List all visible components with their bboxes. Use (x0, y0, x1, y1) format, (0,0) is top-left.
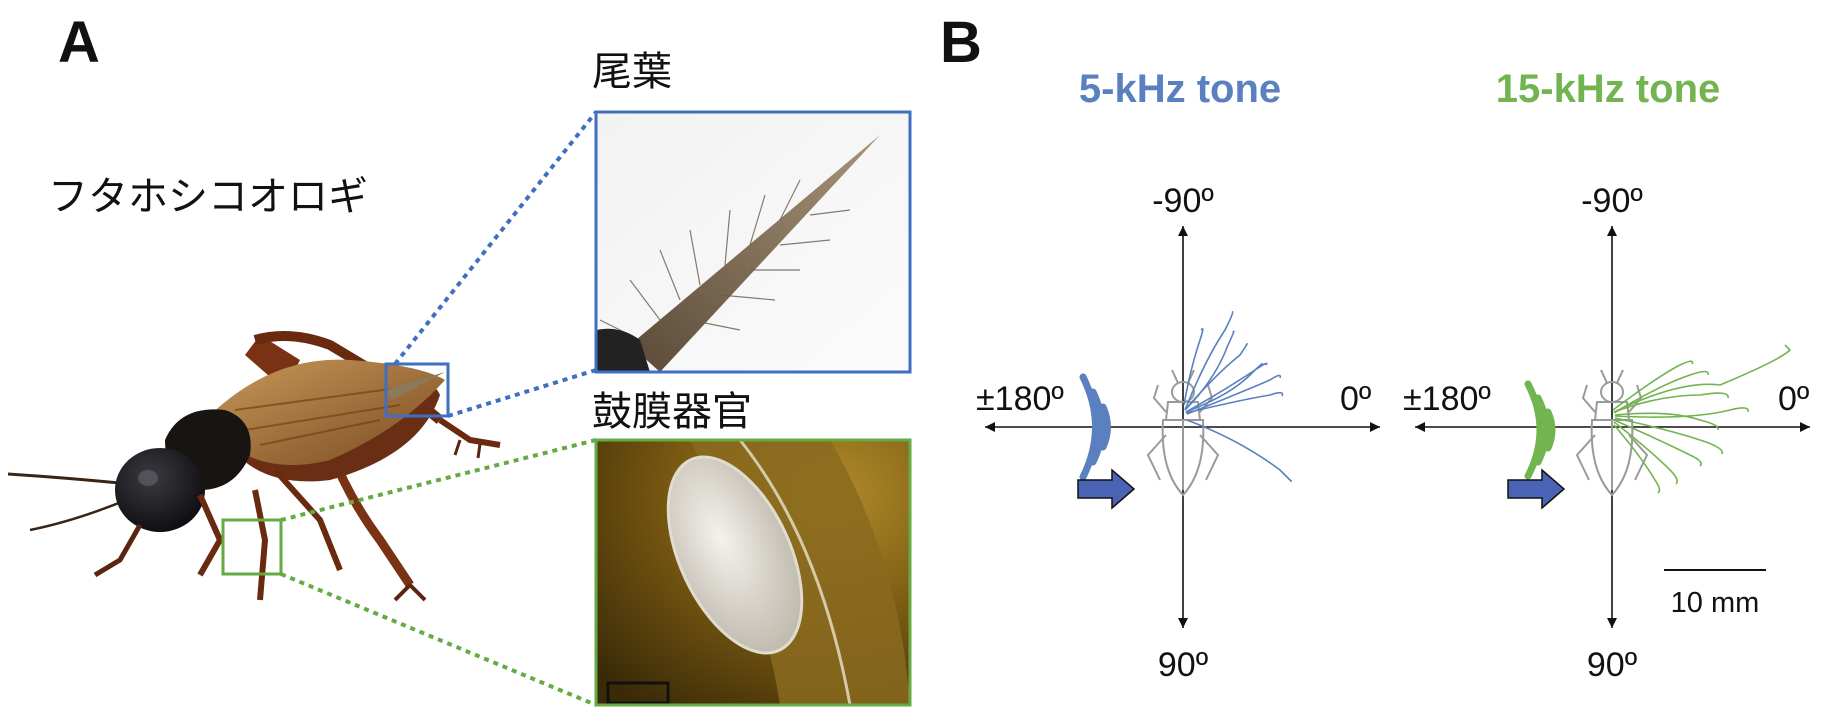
plot-15khz: 15-kHz tone -90º 90º ±180º 0º (1403, 67, 1810, 684)
tone-label-15khz: 15-kHz tone (1496, 67, 1721, 111)
arrow-right-icon-5khz (1077, 468, 1136, 510)
angle-right-15khz: 0º (1778, 380, 1809, 418)
cercus-inset (594, 110, 912, 374)
angle-bottom-15khz: 90º (1587, 646, 1637, 684)
scale-bar-label: 10 mm (1671, 587, 1760, 619)
arrow-right-icon-15khz (1507, 468, 1566, 510)
cricket-outline-icon-5khz (1146, 369, 1220, 497)
inset-top-label: 尾葉 (592, 49, 672, 95)
angle-right-5khz: 0º (1340, 380, 1371, 418)
inset-bottom-label: 鼓膜器官 (592, 389, 752, 435)
panel-b-letter: B (940, 10, 982, 75)
sound-wave-icon-15khz (1524, 380, 1556, 480)
angle-top-5khz: -90º (1152, 182, 1214, 220)
tympanum-scale-bar-box (606, 681, 670, 705)
sound-wave-icon-5khz (1079, 373, 1111, 481)
species-name: フタホシコオロギ (48, 174, 368, 220)
trajectories-15khz (1612, 344, 1792, 494)
angle-left-5khz: ±180º (976, 380, 1064, 418)
tone-label-5khz: 5-kHz tone (1079, 67, 1281, 111)
tympanum-highlight-box (221, 518, 283, 576)
cercus-highlight-box (384, 362, 450, 418)
cricket-outline-icon-15khz (1575, 369, 1649, 497)
angle-left-15khz: ±180º (1403, 380, 1491, 418)
trajectories-5khz (1183, 311, 1293, 483)
inset-leader-lines (280, 110, 598, 707)
plot-5khz: 5-kHz tone -90º 90º ±180º 0º (976, 67, 1380, 684)
tympanum-inset (594, 438, 912, 707)
angle-top-15khz: -90º (1581, 182, 1643, 220)
panel-a-letter: A (58, 10, 100, 75)
cricket-photo (7, 331, 501, 602)
angle-bottom-5khz: 90º (1158, 646, 1208, 684)
